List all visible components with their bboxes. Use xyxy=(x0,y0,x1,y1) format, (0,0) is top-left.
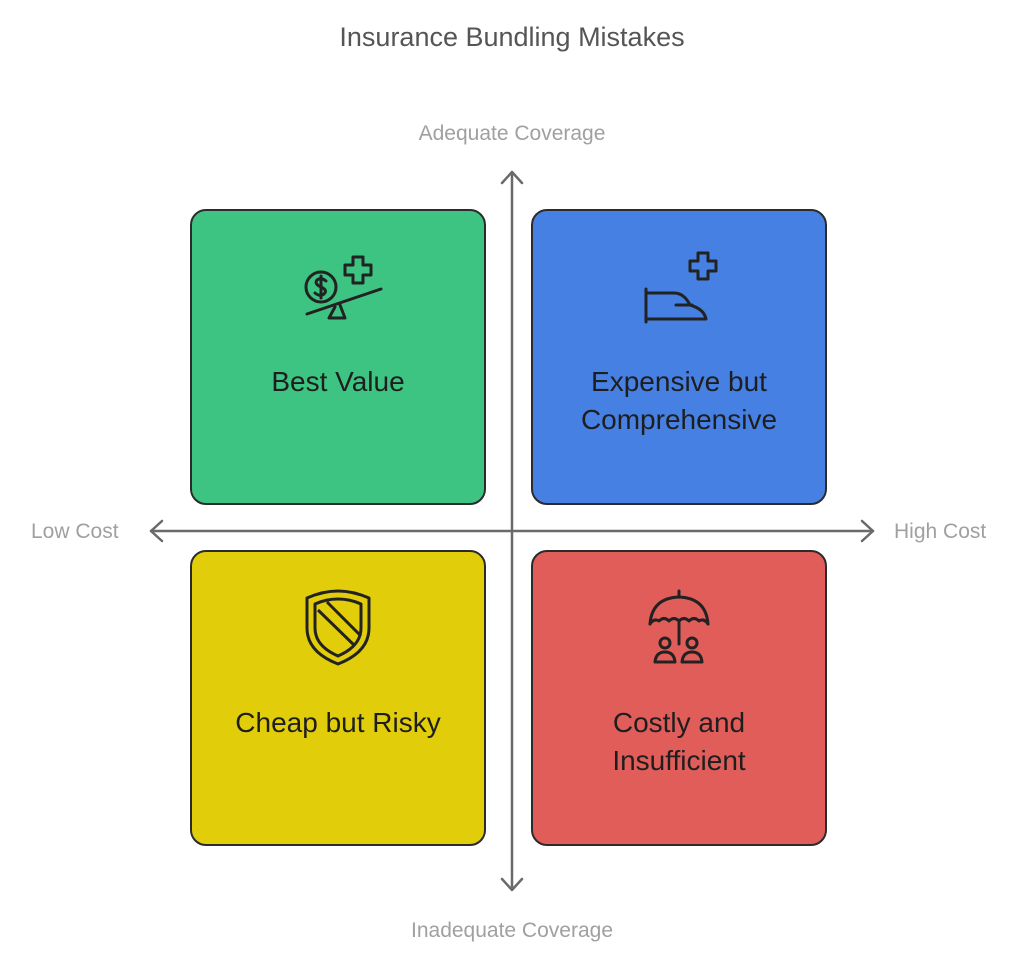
axis-label-right: High Cost xyxy=(894,520,987,543)
quadrant-best-value: Best Value xyxy=(190,209,486,505)
quadrant-cheap-risky: Cheap but Risky xyxy=(190,550,486,846)
arrow-up-icon xyxy=(500,170,524,185)
diagram-title: Insurance Bundling Mistakes xyxy=(339,22,685,52)
quadrant-label-line2: Comprehensive xyxy=(580,404,778,435)
axis-label-top: Adequate Coverage xyxy=(418,122,606,145)
arrow-down-icon xyxy=(500,877,524,892)
umbrella-people-icon xyxy=(648,589,710,664)
quadrant-label-line1: Expensive but xyxy=(591,366,767,397)
quadrant-label-line1: Costly and xyxy=(612,707,746,738)
quadrant-label: Cheap but Risky xyxy=(235,707,441,738)
quadrant-label-line2: Insufficient xyxy=(612,745,746,776)
quadrant-expensive-comprehensive: Expensive but Comprehensive xyxy=(531,209,827,505)
axis-label-bottom: Inadequate Coverage xyxy=(411,919,613,942)
quadrant-label: Best Value xyxy=(271,366,405,397)
scale-money-health-icon xyxy=(304,255,383,320)
quadrant-costly-insufficient: Costly and Insufficient xyxy=(531,550,827,846)
shield-slash-icon xyxy=(305,589,371,666)
hand-health-cross-icon xyxy=(644,251,718,324)
arrow-right-icon xyxy=(860,519,875,543)
arrow-left-icon xyxy=(149,519,164,543)
axis-label-left: Low Cost xyxy=(31,520,119,543)
